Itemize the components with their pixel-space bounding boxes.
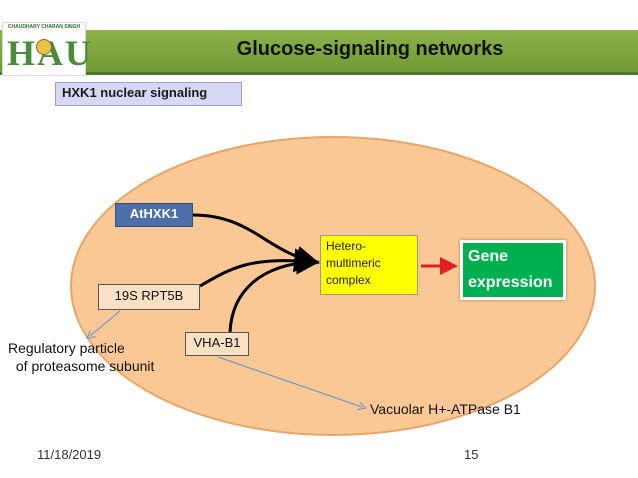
rpt5b-note-line-1: Regulatory particle: [8, 340, 125, 356]
header-bar: [0, 30, 638, 72]
heteromultimeric-complex-box: [320, 235, 418, 295]
header-underline: [0, 72, 638, 75]
gene-label-line-1: Gene: [468, 248, 509, 265]
rpt5b-box: [98, 284, 200, 310]
slide-title: Glucose-signaling networks: [236, 38, 504, 60]
athxk1-label: AtHXK1: [129, 206, 179, 221]
vha-b1-box: [185, 332, 249, 356]
complex-label-line-2: multimeric: [326, 256, 381, 270]
vha-connector: [228, 250, 320, 333]
slide-subtitle: HXK1 nuclear signaling: [62, 85, 208, 100]
rpt5b-note-line-2: of proteasome subunit: [12, 358, 155, 374]
university-logo: CHAUDHARY CHARAN SINGH HAU: [2, 22, 91, 76]
footer-date: 11/18/2019: [37, 447, 102, 462]
athxk1-box: [115, 203, 193, 227]
subtitle-box: [55, 82, 242, 106]
footer-page-number: 15: [464, 447, 479, 462]
complex-label-line-1: Hetero-: [326, 239, 367, 253]
logo-seal-icon: [36, 39, 52, 55]
vha-b1-label: VHA-B1: [193, 335, 241, 350]
gene-label-line-2: expression: [468, 274, 553, 291]
logo-caption: CHAUDHARY CHARAN SINGH: [7, 24, 81, 30]
athxk1-connector: [192, 213, 320, 270]
complex-label-line-3: complex: [326, 273, 371, 287]
rpt5b-note-pointer: [90, 310, 121, 336]
gene-expression-box: [460, 240, 566, 300]
vha-note: Vacuolar H+-ATPase B1: [370, 401, 521, 417]
rpt5b-label: 19S RPT5B: [114, 288, 184, 303]
vha-note-pointer: [217, 356, 362, 407]
rpt5b-connector: [199, 248, 318, 288]
